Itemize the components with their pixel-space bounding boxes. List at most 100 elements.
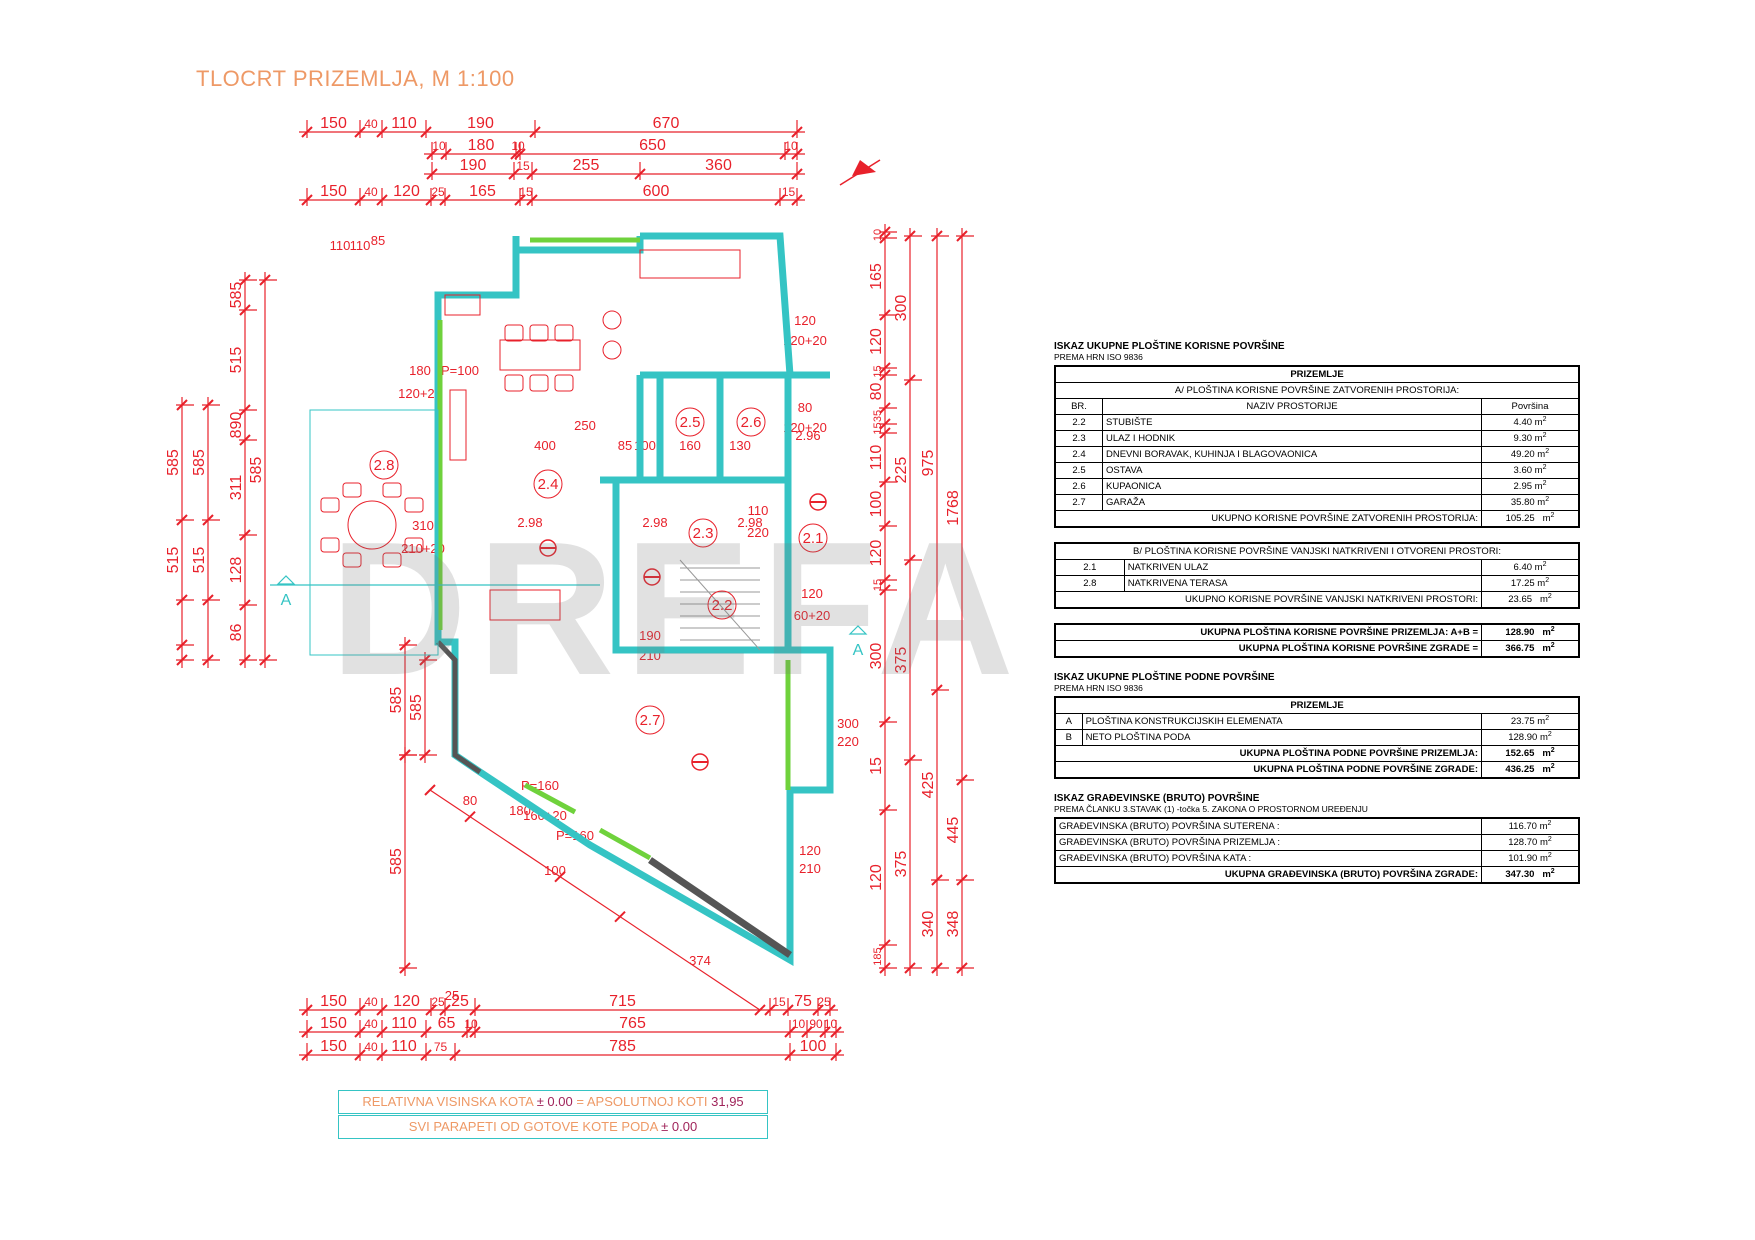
annotation: 400 [534, 438, 556, 453]
dim-label: 515 [191, 547, 208, 574]
floor-sum1-label: UKUPNA PLOŠTINA PODNE POVRŠINE PRIZEMLJA… [1054, 745, 1482, 762]
dim-label: 110 [391, 115, 417, 132]
dim-label: 120 [393, 993, 420, 1010]
dim-label: 150 [320, 1038, 347, 1055]
row-name: KUPAONICA [1102, 478, 1482, 495]
dim-label: 35 [872, 410, 884, 422]
row-name: NETO PLOŠTINA PODA [1081, 729, 1483, 746]
annotation: 180 [409, 363, 431, 378]
stair-diagonal [679, 559, 761, 651]
annotation: 120 [794, 313, 816, 328]
room-number-circle [736, 407, 766, 437]
dim-label: 165 [868, 263, 885, 290]
row-name: DNEVNI BORAVAK, KUHINJA I BLAGOVAONICA [1102, 446, 1482, 463]
row-value: 3.60 m2 [1481, 462, 1580, 479]
floor-sum1-value: 152.65 m2 [1481, 745, 1580, 762]
dim-label: 100 [868, 491, 885, 518]
dim-label: 120 [393, 183, 420, 200]
dim-label: 585 [191, 449, 208, 476]
room-number-circle [635, 705, 665, 735]
row-name: GARAŽA [1102, 494, 1482, 511]
dim-label: 40 [364, 117, 378, 131]
dim-label: 600 [643, 183, 670, 200]
section-label: A [281, 592, 292, 609]
dim-label: 25 [431, 185, 445, 199]
row-br: 2.2 [1054, 414, 1103, 431]
row-name: GRAĐEVINSKA (BRUTO) POVRŠINA SUTERENA : [1054, 817, 1482, 835]
annotation: 2.98 [737, 515, 762, 530]
dim-label: 650 [639, 137, 666, 154]
table3-subtitle: PREMA ČLANKU 3.STAVAK (1) -točka 5. ZAKO… [1054, 804, 1368, 814]
annotation: 120 [801, 586, 823, 601]
dim-label: 40 [364, 995, 378, 1009]
table-row: GRAĐEVINSKA (BRUTO) POVRŠINA PRIZEMLJA :… [1054, 834, 1580, 851]
room-number: 2.3 [693, 525, 714, 542]
row-name: NATKRIVENA TERASA [1123, 575, 1483, 592]
room-number-circle [533, 469, 563, 499]
row-br: 2.4 [1054, 446, 1103, 463]
parapet-note-value: ± 0.00 [661, 1119, 698, 1134]
row-br: B [1054, 729, 1083, 746]
room-number-circle [707, 590, 737, 620]
dim-label: 15 [782, 185, 796, 199]
floor-sum2-value: 436.25 m2 [1481, 761, 1580, 779]
dining-chair [529, 374, 549, 392]
annotation: 220 [837, 734, 859, 749]
section-b-label: B/ PLOŠTINA KORISNE POVRŠINE VANJSKI NAT… [1054, 542, 1580, 560]
dim-label: 10 [784, 139, 798, 153]
row-value: 4.40 m2 [1481, 414, 1580, 431]
height-note-mid: = APSOLUTNOJ KOTI [576, 1094, 708, 1109]
section-arrow-icon [848, 625, 868, 635]
dim-label: 15 [872, 422, 884, 434]
window-sw-1 [523, 782, 577, 815]
row-name: GRAĐEVINSKA (BRUTO) POVRŠINA KATA : [1054, 850, 1482, 867]
dim-label: 515 [228, 347, 245, 374]
terrace-chair [382, 552, 402, 568]
dim-label: 300 [893, 295, 910, 322]
dim-label: 120 [868, 540, 885, 567]
watermark: DREFA [330, 503, 1024, 715]
dim-label: 670 [653, 115, 680, 132]
dim-label: 86 [228, 624, 245, 642]
dining-chair [504, 324, 524, 342]
terrace-chair [404, 497, 424, 513]
annotation: 110 [748, 503, 769, 518]
terrace-chair [382, 482, 402, 498]
annotation: 85 [618, 438, 632, 453]
annotation: 220 [747, 525, 769, 540]
row-name: ULAZ I HODNIK [1102, 430, 1482, 447]
fireplace [449, 389, 467, 461]
row-br: 2.1 [1054, 559, 1125, 576]
room-number: 2.5 [680, 414, 701, 431]
gross-area-table: GRAĐEVINSKA (BRUTO) POVRŠINA SUTERENA :1… [1054, 817, 1580, 884]
dim-label: 225 [893, 457, 910, 484]
dim-label: 785 [609, 1038, 636, 1055]
dim-label: 180 [468, 137, 495, 154]
bar-stool [602, 310, 622, 330]
dining-chair [554, 324, 574, 342]
annotation: 374 [689, 953, 711, 968]
height-note-value: ± 0.00 [536, 1094, 573, 1109]
dim-tick [754, 1004, 766, 1016]
annotation: 80 [463, 793, 477, 808]
annotation: 85 [371, 233, 385, 248]
north-arrow-line [839, 159, 881, 186]
bar-stool [602, 340, 622, 360]
dim-label: 585 [408, 694, 425, 721]
annotation: 190 [639, 628, 661, 643]
row-value: 116.70 m2 [1481, 817, 1580, 835]
row-value: 49.20 m2 [1481, 446, 1580, 463]
annotation: 120+20 [783, 420, 827, 435]
row-value: 23.75 m2 [1481, 713, 1580, 730]
row-name: OSTAVA [1102, 462, 1482, 479]
dim-tick [554, 870, 566, 883]
dim-label: 110 [391, 1015, 417, 1032]
terrace-table [347, 500, 397, 550]
dim-label: 185 [872, 947, 884, 965]
terrace-chair [320, 497, 340, 513]
annotation: 25 [445, 988, 459, 1003]
